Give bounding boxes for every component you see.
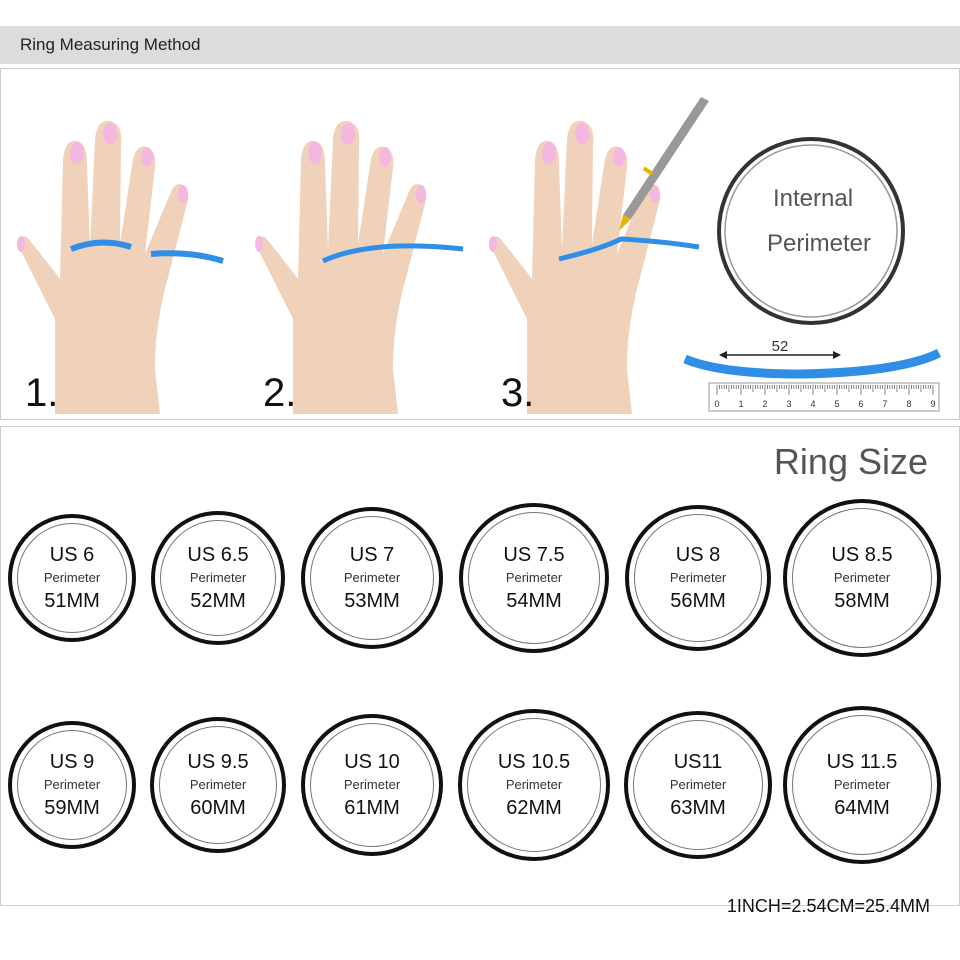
- perimeter-mm: 61MM: [344, 796, 400, 819]
- inner-circle: [792, 508, 932, 648]
- perimeter-label: Perimeter: [343, 777, 401, 793]
- perimeter-label: Perimeter: [669, 570, 727, 586]
- ring-size-circle: US 6 Perimeter 51MM: [8, 514, 136, 642]
- header-title: Ring Measuring Method: [20, 35, 201, 54]
- inner-circle: [160, 520, 276, 636]
- header-bar: Ring Measuring Method: [0, 26, 960, 64]
- measured-band: [683, 348, 942, 379]
- inner-circle: [634, 514, 762, 642]
- us-size: US 6: [49, 544, 95, 567]
- perimeter-mm: 53MM: [344, 589, 400, 612]
- step-3-label: 3.: [501, 371, 535, 415]
- step-1-label: 1.: [25, 371, 59, 415]
- perimeter-label: Perimeter: [189, 777, 247, 793]
- hand-step-3: [489, 97, 709, 415]
- conversion-note: 1INCH=2.54CM=25.4MM: [726, 896, 930, 916]
- perimeter-label: Perimeter: [767, 230, 871, 257]
- ruler: [708, 382, 940, 412]
- perimeter-mm: 59MM: [44, 796, 100, 819]
- perimeter-circle: [717, 137, 905, 325]
- us-size: US 9.5: [187, 751, 249, 774]
- ruler-tick-label: 9: [930, 399, 935, 409]
- perimeter-label: Perimeter: [43, 570, 101, 586]
- ring-size-circle: US 10 Perimeter 61MM: [301, 714, 443, 856]
- perimeter-mm: 63MM: [670, 796, 726, 819]
- perimeter-label: Perimeter: [833, 570, 891, 586]
- ruler-tick-label: 1: [738, 399, 743, 409]
- ring-size-circle: US 9 Perimeter 59MM: [8, 721, 136, 849]
- ruler-tick-label: 6: [858, 399, 863, 409]
- ruler-tick-label: 0: [714, 399, 719, 409]
- inner-circle: [467, 718, 601, 852]
- us-size: US 9: [49, 751, 95, 774]
- us-size: US 10.5: [497, 751, 571, 774]
- perimeter-mm: 58MM: [834, 589, 890, 612]
- us-size: US 6.5: [187, 544, 249, 567]
- perimeter-label: Perimeter: [189, 570, 247, 586]
- perimeter-label: Perimeter: [505, 777, 563, 793]
- perimeter-mm: 51MM: [44, 589, 100, 612]
- inner-circle: [633, 720, 763, 850]
- perimeter-label: Perimeter: [833, 777, 891, 793]
- ring-size-title: Ring Size: [773, 441, 928, 482]
- inner-circle: [17, 730, 127, 840]
- measuring-method-panel: Internal Perimeter 52 0 1 2 3 4 5 6 7 8 9 1. 2. 3…: [0, 68, 960, 420]
- inner-circle: [17, 523, 127, 633]
- us-size: US 7.5: [503, 544, 565, 567]
- step-2-label: 2.: [263, 371, 297, 415]
- internal-label: Internal: [773, 185, 853, 212]
- inner-circle: [792, 715, 932, 855]
- perimeter-label: Perimeter: [43, 777, 101, 793]
- measure-value: 52: [772, 338, 789, 355]
- perimeter-label: Perimeter: [669, 777, 727, 793]
- hand-step-2: [255, 120, 464, 415]
- perimeter-mm: 52MM: [190, 589, 246, 612]
- inner-circle: [310, 723, 434, 847]
- us-size: US11: [673, 751, 723, 774]
- hand-step-1: [17, 120, 224, 415]
- perimeter-mm: 62MM: [506, 796, 562, 819]
- perimeter-label: Perimeter: [343, 570, 401, 586]
- ruler-tick-label: 4: [810, 399, 815, 409]
- ruler-tick-label: 2: [762, 399, 767, 409]
- inner-circle: [468, 512, 600, 644]
- us-size: US 10: [344, 751, 400, 774]
- ring-size-circle: US 8 Perimeter 56MM: [625, 505, 771, 651]
- us-size: US 7: [349, 544, 395, 567]
- ruler-tick-label: 3: [786, 399, 791, 409]
- us-size: US 8.5: [831, 544, 893, 567]
- perimeter-mm: 64MM: [834, 796, 890, 819]
- pen-icon: [619, 97, 709, 231]
- inner-circle: [310, 516, 434, 640]
- perimeter-label: Perimeter: [505, 570, 563, 586]
- us-size: US 11.5: [826, 751, 898, 774]
- ruler-ticks: 0 1 2 3 4 5 6 7 8 9: [714, 385, 936, 409]
- ruler-tick-label: 8: [906, 399, 911, 409]
- inner-circle: [159, 726, 277, 844]
- ruler-tick-label: 7: [882, 399, 887, 409]
- perimeter-mm: 56MM: [670, 589, 726, 612]
- perimeter-mm: 54MM: [506, 589, 562, 612]
- us-size: US 8: [675, 544, 721, 567]
- ruler-tick-label: 5: [834, 399, 839, 409]
- perimeter-mm: 60MM: [190, 796, 246, 819]
- ring-size-circle: US 7 Perimeter 53MM: [301, 507, 443, 649]
- measuring-illustration: Internal Perimeter 52 0 1 2 3 4 5 6 7 8 9: [17, 97, 942, 415]
